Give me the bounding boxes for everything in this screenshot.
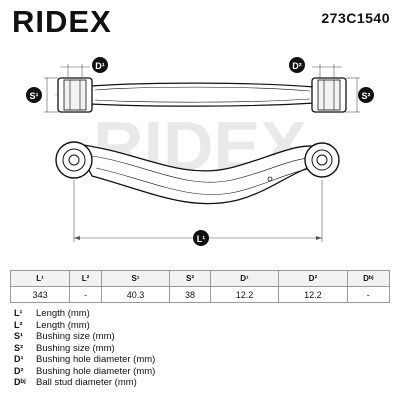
legend-key: D² bbox=[14, 365, 24, 376]
header-l1: L¹ bbox=[9, 270, 71, 287]
svg-text:S¹: S¹ bbox=[30, 91, 39, 101]
value-d1: 12.2 bbox=[209, 286, 280, 303]
value-d2: 12.2 bbox=[278, 286, 348, 303]
legend-item: L² Length (mm) bbox=[14, 320, 314, 332]
arm-side-view bbox=[55, 141, 340, 242]
badge-s1: S¹ bbox=[26, 87, 42, 103]
legend-key: L² bbox=[14, 319, 23, 330]
legend-desc: Length (mm) bbox=[36, 319, 90, 331]
badge-d1: D¹ bbox=[92, 57, 108, 73]
specs-value-row: 343 - 40.3 38 12.2 12.2 - bbox=[9, 286, 391, 303]
legend-item: D¹ Bushing hole diameter (mm) bbox=[14, 354, 314, 366]
header-d2: D² bbox=[278, 270, 348, 287]
header-l2: L² bbox=[69, 270, 102, 287]
arm-top-view bbox=[44, 64, 360, 113]
header-s2: S² bbox=[169, 270, 211, 287]
ridex-logo: RIDEX bbox=[12, 4, 112, 38]
value-l1: 343 bbox=[9, 286, 71, 303]
legend-item: S² Bushing size (mm) bbox=[14, 343, 314, 355]
legend-desc: Ball stud diameter (mm) bbox=[36, 377, 137, 388]
legend-item: L¹ Length (mm) bbox=[14, 308, 314, 320]
header-dbj: Dᵇʲ bbox=[346, 270, 391, 287]
legend-desc: Bushing hole diameter (mm) bbox=[36, 365, 156, 377]
header-s1: S¹ bbox=[100, 270, 171, 287]
svg-text:S²: S² bbox=[362, 91, 371, 101]
badge-s2: S² bbox=[358, 87, 374, 103]
legend-key: L¹ bbox=[14, 308, 23, 318]
legend-desc: Bushing hole diameter (mm) bbox=[36, 354, 156, 365]
legend-item: Dᵇʲ Ball stud diameter (mm) bbox=[14, 377, 314, 389]
svg-text:L¹: L¹ bbox=[197, 234, 206, 244]
value-l2: - bbox=[69, 286, 102, 303]
badge-l1: L¹ bbox=[193, 230, 209, 246]
legend-desc: Bushing size (mm) bbox=[36, 342, 115, 354]
value-dbj: - bbox=[346, 286, 391, 303]
legend-item: S¹ Bushing size (mm) bbox=[14, 331, 314, 343]
value-s2: 38 bbox=[169, 286, 211, 303]
legend: L¹ Length (mm) L² Length (mm) S¹ Bushing… bbox=[14, 308, 314, 389]
legend-desc: Bushing size (mm) bbox=[36, 331, 115, 342]
badge-d2: D² bbox=[289, 57, 305, 73]
legend-key: S¹ bbox=[14, 331, 23, 341]
legend-desc: Length (mm) bbox=[36, 308, 90, 319]
value-s1: 40.3 bbox=[100, 286, 171, 303]
legend-key: S² bbox=[14, 342, 23, 353]
legend-key: D¹ bbox=[14, 354, 24, 364]
part-number: 273C1540 bbox=[321, 10, 390, 26]
specs-table: L¹ L² S¹ S² D¹ D² Dᵇʲ 343 - 40.3 38 12.2… bbox=[9, 270, 391, 303]
header-d1: D¹ bbox=[209, 270, 280, 287]
logo-text: RIDEX bbox=[12, 4, 112, 38]
legend-item: D² Bushing hole diameter (mm) bbox=[14, 366, 314, 378]
legend-key: Dᵇʲ bbox=[14, 377, 26, 387]
technical-drawing: RIDEX D¹ bbox=[26, 57, 374, 246]
specs-header-row: L¹ L² S¹ S² D¹ D² Dᵇʲ bbox=[9, 270, 391, 287]
svg-text:D¹: D¹ bbox=[95, 61, 105, 71]
svg-text:D²: D² bbox=[292, 61, 302, 71]
